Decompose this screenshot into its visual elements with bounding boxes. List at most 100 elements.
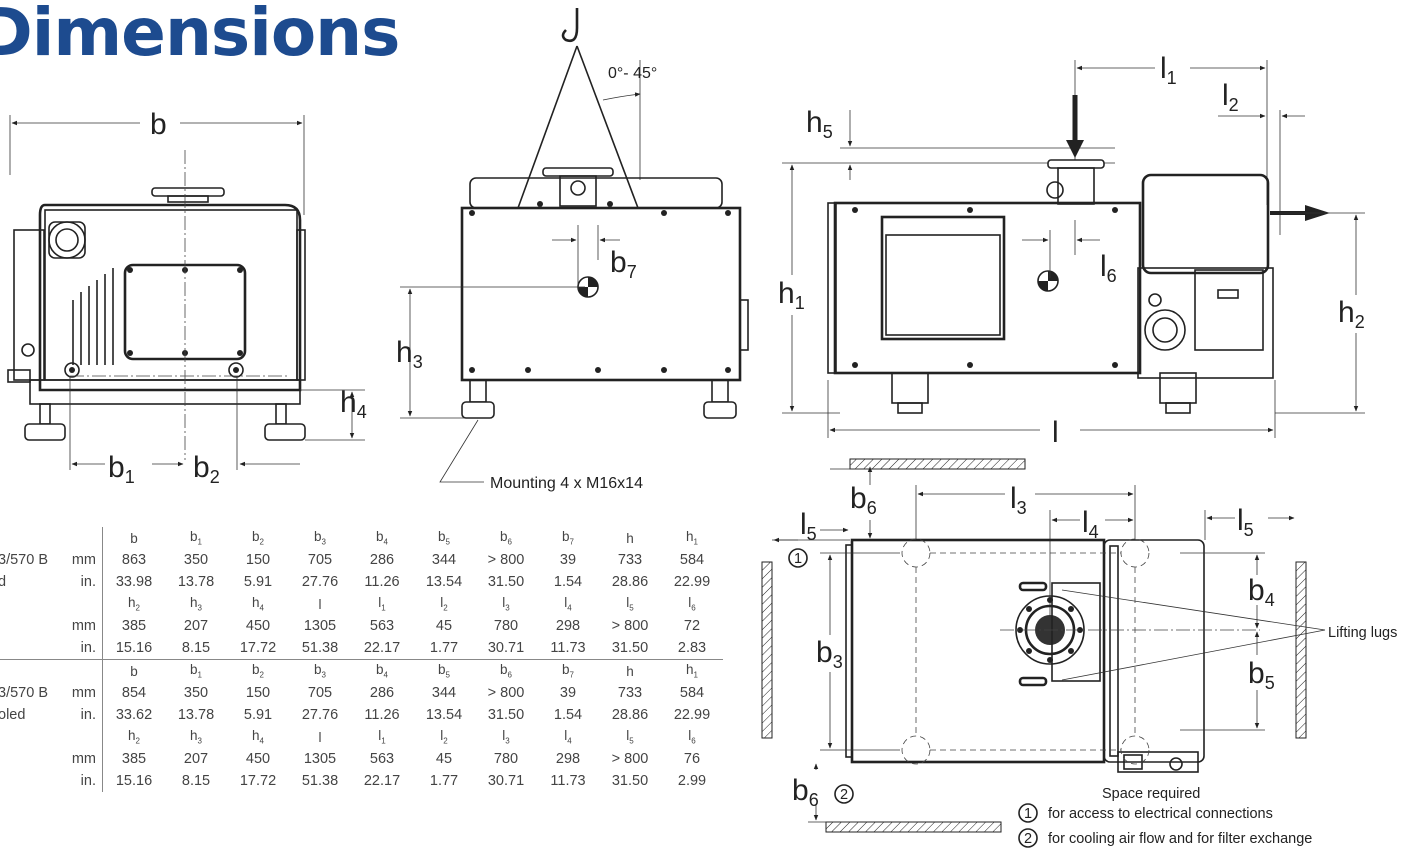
table-cell: l1 <box>378 728 386 746</box>
table-cell: 1.54 <box>553 574 583 590</box>
table-cell: b5 <box>413 659 475 682</box>
table-row-label <box>0 748 62 770</box>
table-cell: 2.83 <box>677 640 707 656</box>
table-cell: 31.50 <box>611 640 649 656</box>
table-cell: 350 <box>183 685 209 701</box>
table-row-label: oled <box>0 707 26 723</box>
table-cell: 22.99 <box>673 707 711 723</box>
table-cell: 39 <box>559 685 577 701</box>
table-cell: 385 <box>121 751 147 767</box>
table-cell: 11.73 <box>550 640 586 656</box>
table-cell: 298 <box>555 751 581 767</box>
table-cell: 350 <box>183 552 209 568</box>
table-cell: 344 <box>431 685 457 701</box>
table-cell: 207 <box>183 618 209 634</box>
table-cell: 150 <box>245 552 271 568</box>
table-row-label <box>0 726 62 748</box>
table-cell: 45 <box>435 618 453 634</box>
table-cell: h3 <box>190 728 202 746</box>
table-row-label <box>0 770 62 792</box>
table-cell: 72 <box>683 618 701 634</box>
dim-label-h1: h1 <box>778 277 805 313</box>
note-1-text: for access to electrical connections <box>1048 806 1273 822</box>
table-cell: h3 <box>190 595 202 613</box>
table-cell: h1 <box>661 659 723 682</box>
table-cell: 1.77 <box>429 640 459 656</box>
table-unit: mm <box>62 615 103 637</box>
table-cell: 863 <box>121 552 147 568</box>
table-cell: 11.73 <box>550 773 586 789</box>
table-row-label: 3/570 B <box>0 685 48 701</box>
table-cell: 733 <box>617 685 643 701</box>
table-cell: 5.91 <box>243 574 273 590</box>
table-cell: b7 <box>562 529 574 547</box>
table-cell: 17.72 <box>239 640 277 656</box>
table-cell: 11.26 <box>364 707 400 723</box>
table-cell: 854 <box>121 685 147 701</box>
table-cell: 298 <box>555 618 581 634</box>
dim-label-l3: l3 <box>1010 482 1027 518</box>
side-view: 0°- 45° b7 h3 Mounting 4 x M16x14 <box>396 8 749 492</box>
table-cell: h4 <box>252 595 264 613</box>
table-cell: b <box>102 659 165 682</box>
table-unit <box>62 726 103 748</box>
table-cell: > 800 <box>611 618 649 634</box>
table-cell: 450 <box>245 751 271 767</box>
table-cell: h <box>599 659 661 682</box>
table-cell: 2.99 <box>677 773 707 789</box>
table-cell: l3 <box>502 595 510 613</box>
dim-label-b1: b1 <box>108 451 135 487</box>
table-cell: 584 <box>679 552 705 568</box>
table-cell: 76 <box>683 751 701 767</box>
dim-label-h5: h5 <box>806 106 833 142</box>
dim-label-b6-bottom: b6 <box>792 774 819 810</box>
table-cell: h <box>626 530 634 546</box>
table-cell: l4 <box>564 728 572 746</box>
table-cell: b2 <box>227 659 289 682</box>
table-cell: b6 <box>475 659 537 682</box>
table-cell: 31.50 <box>487 574 525 590</box>
table-cell: 705 <box>307 685 333 701</box>
table-cell: l4 <box>564 595 572 613</box>
table-cell: 1.77 <box>429 773 459 789</box>
dim-label-l6: l6 <box>1100 250 1117 286</box>
dim-label-b: b <box>150 108 167 141</box>
table-cell: b1 <box>165 659 227 682</box>
table-cell: l2 <box>440 595 448 613</box>
table-unit: in. <box>62 571 103 593</box>
dim-label-l1: l1 <box>1160 52 1177 88</box>
table-cell: 22.17 <box>363 773 401 789</box>
table-cell: b4 <box>351 659 413 682</box>
dim-label-h3: h3 <box>396 336 423 372</box>
table-cell: 207 <box>183 751 209 767</box>
table-cell: 780 <box>493 618 519 634</box>
table-cell: 780 <box>493 751 519 767</box>
table-cell: 51.38 <box>301 773 339 789</box>
table-cell: 385 <box>121 618 147 634</box>
dim-label-b4: b4 <box>1248 574 1275 610</box>
table-cell: 150 <box>245 685 271 701</box>
table-cell: 15.16 <box>115 773 153 789</box>
mounting-label: Mounting 4 x M16x14 <box>490 475 643 492</box>
table-cell: 8.15 <box>181 640 211 656</box>
table-cell: b7 <box>537 659 599 682</box>
table-cell: 31.50 <box>487 707 525 723</box>
long-side-view: l1 l2 h5 l6 <box>778 52 1365 449</box>
table-cell: 39 <box>559 552 577 568</box>
table-cell: > 800 <box>611 751 649 767</box>
table-cell: 22.17 <box>363 640 401 656</box>
table-unit: mm <box>62 748 103 770</box>
dim-label-h4: h4 <box>340 386 367 422</box>
table-cell: 1.54 <box>553 707 583 723</box>
note-2-text: for cooling air flow and for filter exch… <box>1048 831 1312 847</box>
dim-label-l5-left: l5 <box>800 508 817 544</box>
